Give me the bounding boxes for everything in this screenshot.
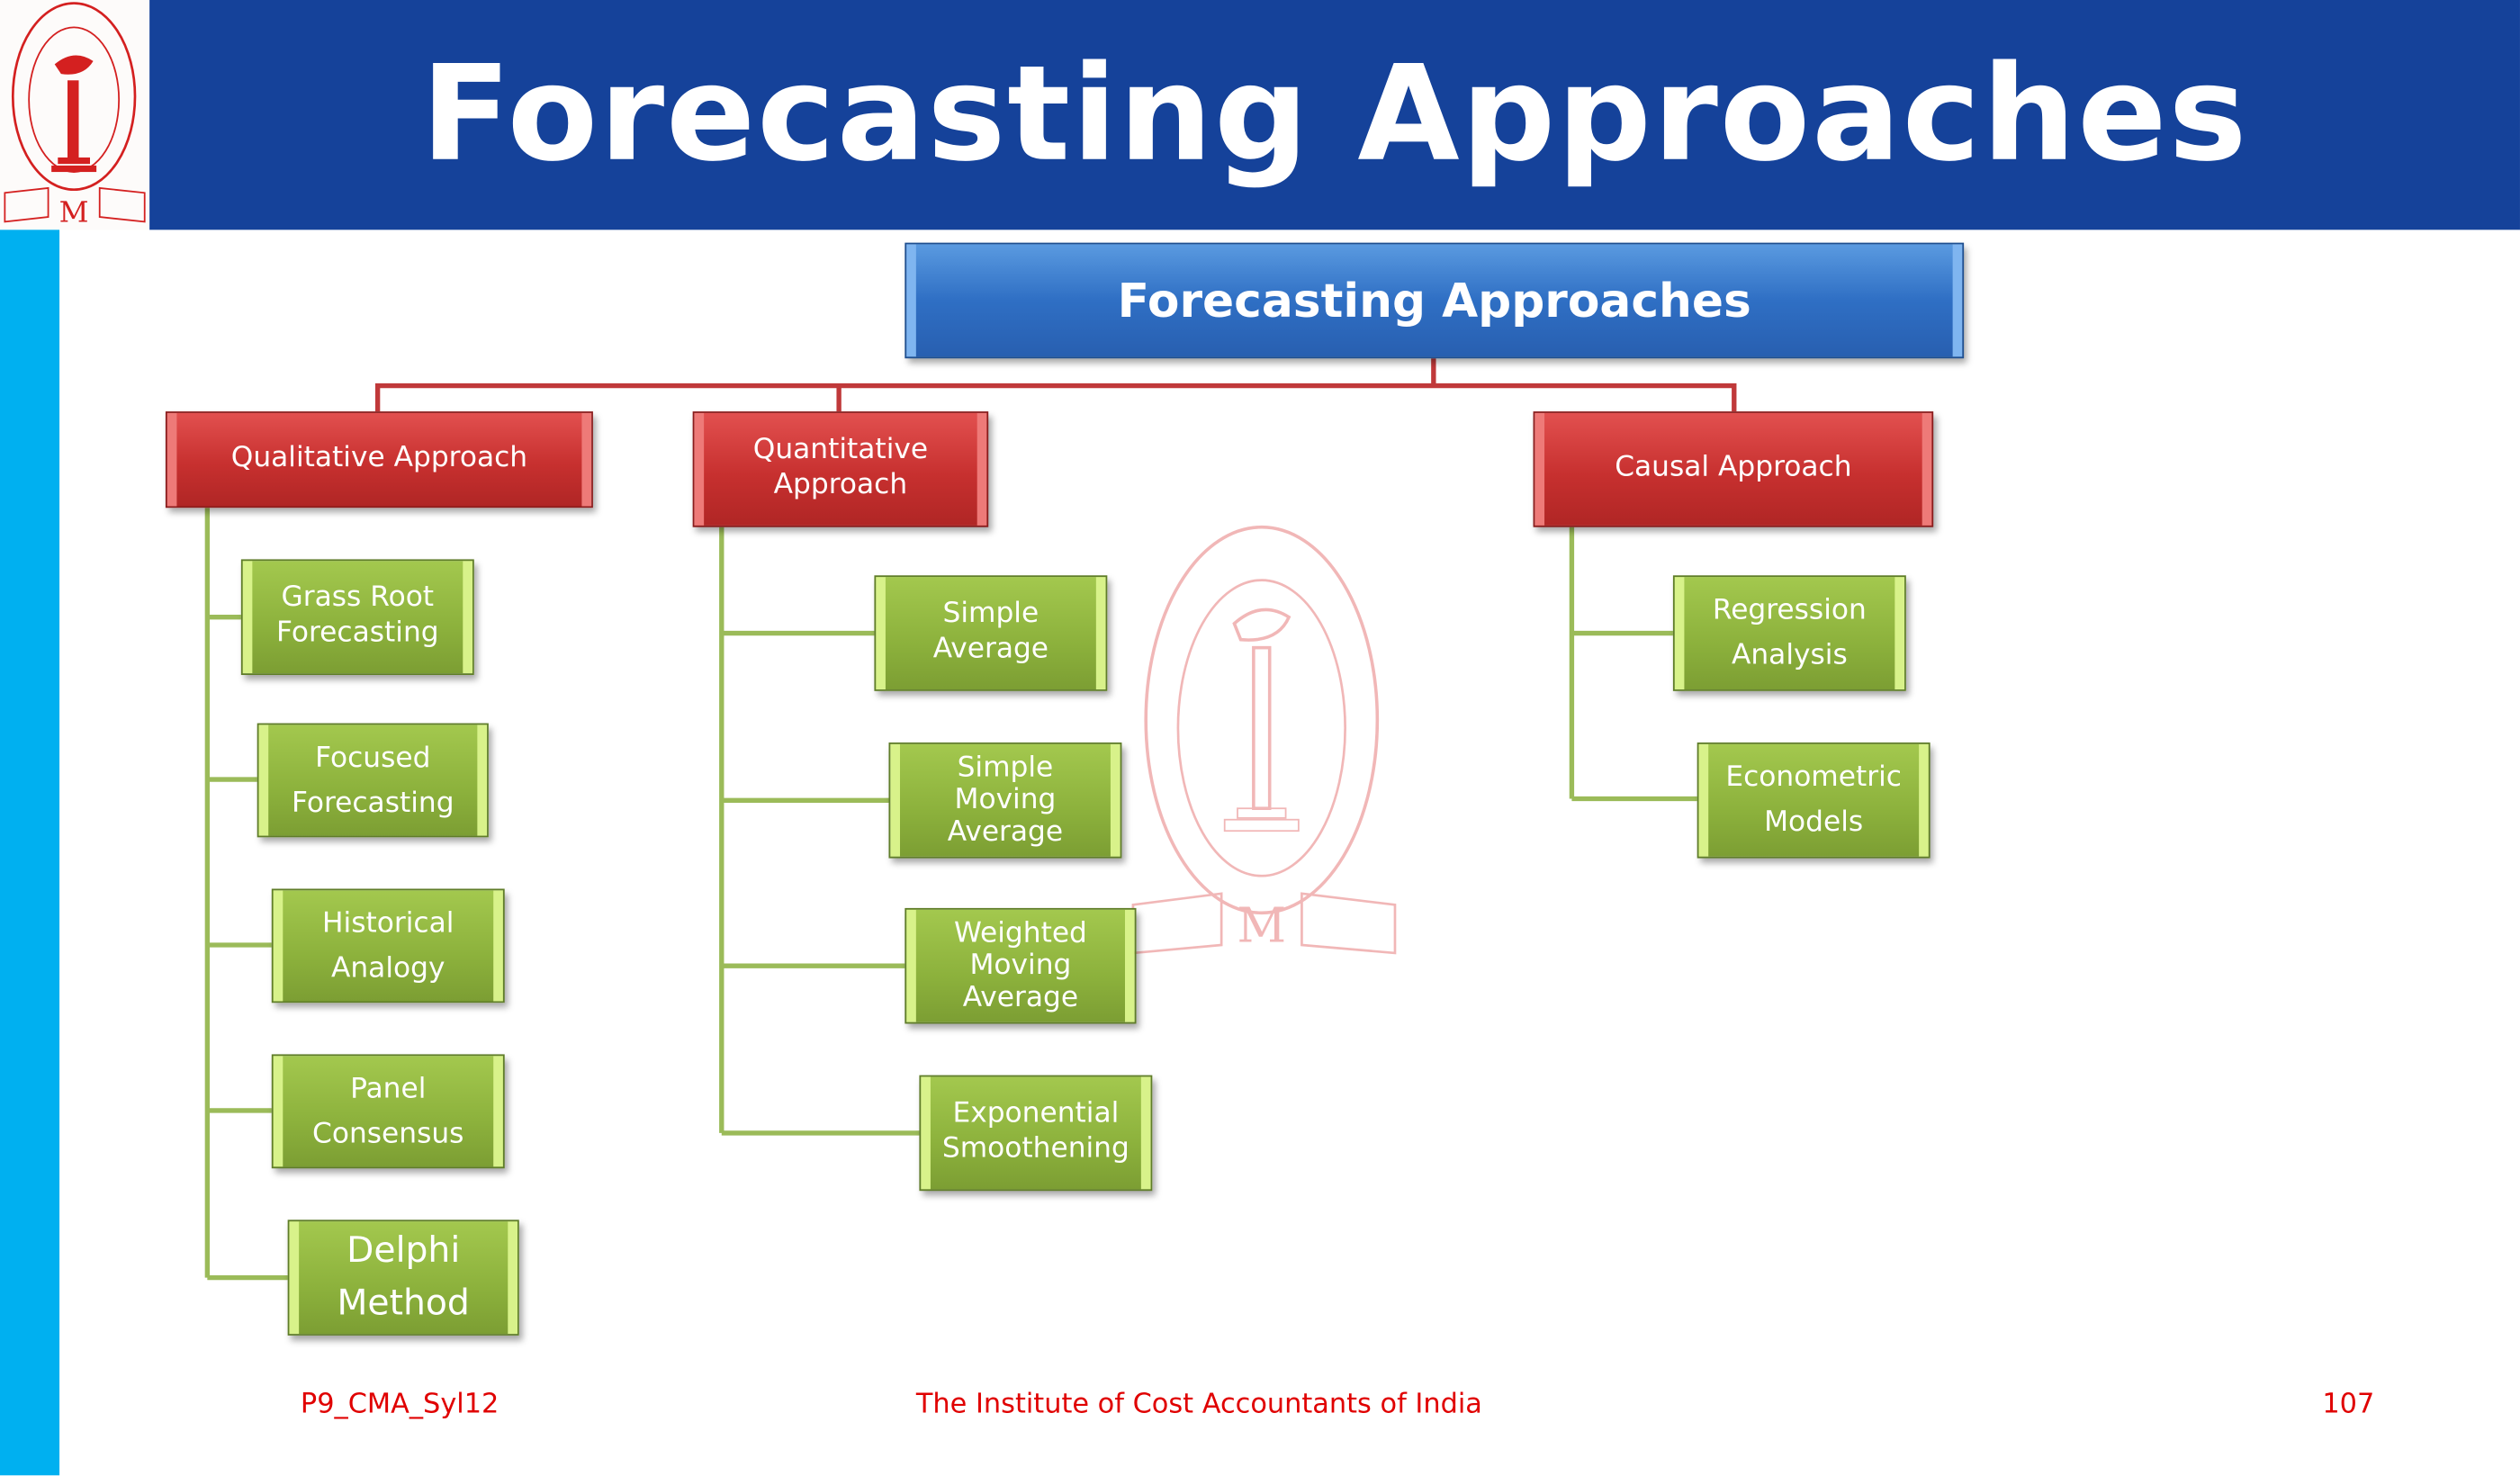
institute-logo: M [0,0,150,230]
focused-forecasting-node: Focused Forecasting [256,723,489,838]
header-bar [149,0,2520,230]
slide-title: Forecasting Approaches [420,38,2249,192]
grass-root-forecasting-node: Grass Root Forecasting [240,559,474,675]
svg-text:M: M [1237,896,1286,953]
root-node: Forecasting Approaches [904,242,1965,359]
sidebar-accent [0,230,60,1476]
causal-approach-node: Causal Approach [1533,411,1934,527]
watermark-logo: M [1131,525,1397,955]
regression-analysis-node: Regression Analysis [1672,575,1906,691]
simple-moving-average-node: Simple Moving Average [888,742,1122,859]
quantitative-approach-node: Quantitative Approach [692,411,989,527]
simple-average-node: Simple Average [874,575,1108,691]
delphi-method-node: Delphi Method [287,1220,519,1336]
weighted-moving-average-node: Weighted Moving Average [904,907,1137,1024]
qualitative-approach-node: Qualitative Approach [165,411,593,508]
econometric-models-node: Econometric Models [1696,742,1930,859]
panel-consensus-node: Panel Consensus [271,1054,505,1169]
historical-analogy-node: Historical Analogy [271,888,505,1004]
footer-course-code: P9_CMA_Syl12 [300,1388,500,1421]
footer-institute-name: The Institute of Cost Accountants of Ind… [915,1388,1482,1421]
svg-text:M: M [59,194,89,229]
exponential-smoothening-node: Exponential Smoothening [919,1075,1153,1192]
page-number: 107 [2322,1388,2375,1421]
